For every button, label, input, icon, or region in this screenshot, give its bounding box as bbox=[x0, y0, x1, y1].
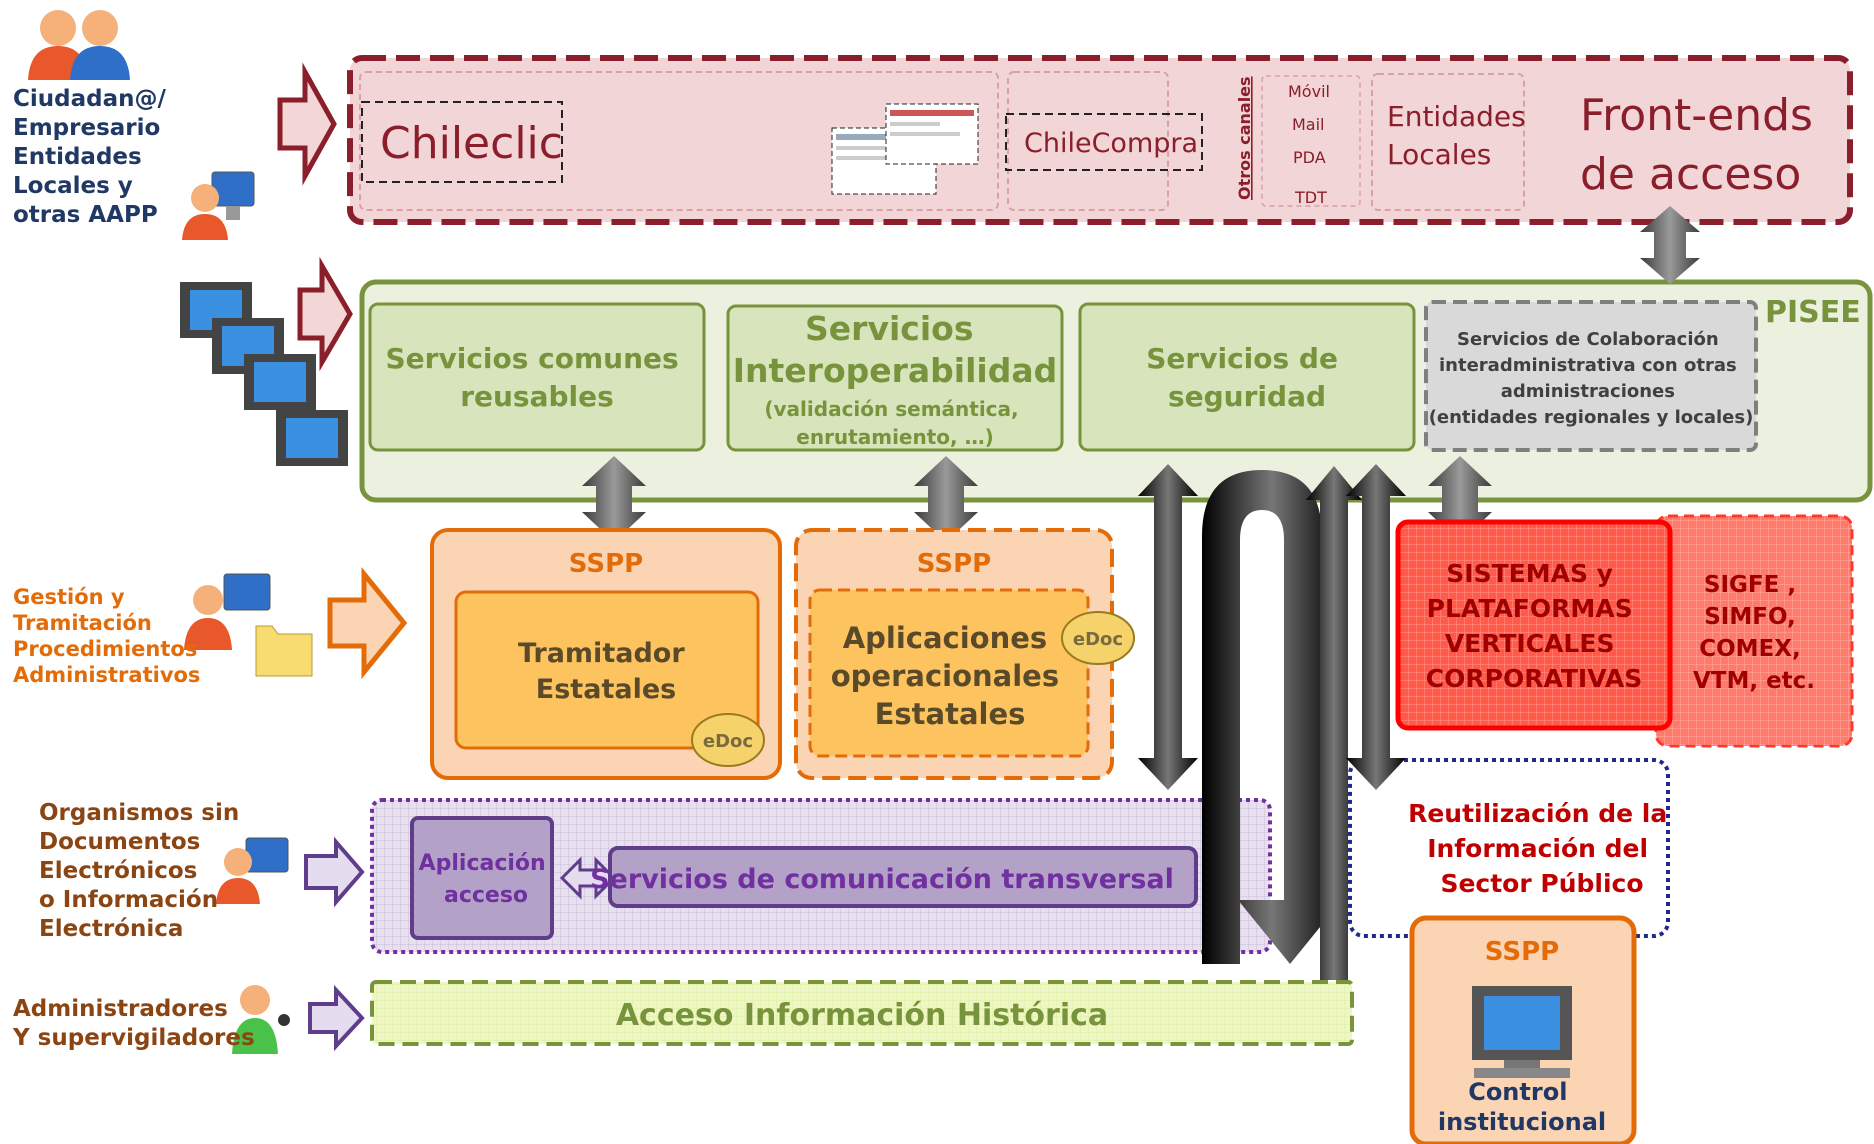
control-label: Control institucional bbox=[1438, 1078, 1606, 1136]
transversal-layer: Aplicación acceso Servicios de comunicac… bbox=[370, 798, 1272, 954]
otros-canales-label: Otros canales bbox=[1235, 76, 1254, 200]
aplicacion-acceso-label: Aplicación acceso bbox=[419, 851, 554, 908]
reutilizacion-label: Reutilización de la Información del Sect… bbox=[1408, 799, 1676, 898]
no-docs-label: Organismos sin Documentos Electrónicos o… bbox=[39, 800, 247, 942]
double-arrow-icon bbox=[1640, 206, 1700, 284]
chilecompra-label[interactable]: ChileCompra bbox=[1024, 128, 1198, 159]
arrow-right-icon bbox=[308, 984, 365, 1052]
servicios-seguridad-label: Servicios de seguridad bbox=[1146, 342, 1347, 413]
arrow-right-icon bbox=[304, 836, 365, 908]
black-arrows bbox=[1138, 464, 1406, 980]
tramitador-label: Tramitador Estatales bbox=[518, 638, 694, 705]
user-computer-icon bbox=[182, 171, 255, 240]
acceso-historico-box[interactable]: Acceso Información Histórica bbox=[370, 980, 1354, 1046]
double-arrow-icon bbox=[1346, 464, 1406, 790]
frontends-title: Front-ends de acceso bbox=[1580, 90, 1827, 200]
procedures-actor: Gestión y Tramitación Procedimientos Adm… bbox=[13, 573, 313, 687]
reutilizacion-box[interactable]: Reutilización de la Información del Sect… bbox=[1348, 758, 1676, 938]
servicios-transversal-box[interactable]: Servicios de comunicación transversal bbox=[590, 846, 1198, 908]
servicios-interoperabilidad-box[interactable]: Servicios Interoperabilidad (validación … bbox=[726, 304, 1064, 452]
arrow-right-icon bbox=[277, 62, 337, 186]
sspp-title: SSPP bbox=[569, 549, 643, 579]
channel-list: Móvil Mail PDA TDT bbox=[1288, 82, 1330, 207]
servicios-seguridad-box[interactable]: Servicios de seguridad bbox=[1078, 302, 1416, 452]
edoc-badge[interactable]: eDoc bbox=[691, 713, 765, 767]
admins-actor: Administradores Y supervigiladores bbox=[12, 985, 290, 1054]
control-institucional-box[interactable]: SSPP Control institucional bbox=[1409, 915, 1637, 1144]
sspp-title: SSPP bbox=[1485, 937, 1559, 967]
svg-text:eDoc: eDoc bbox=[1073, 629, 1123, 650]
arrow-right-icon bbox=[297, 256, 353, 372]
channel-pda[interactable]: PDA bbox=[1293, 148, 1326, 167]
servicios-comunes-box[interactable]: Servicios comunes reusables bbox=[368, 302, 706, 452]
u-turn-arrow-icon bbox=[1202, 470, 1342, 964]
aplicacion-acceso-box[interactable]: Aplicación acceso bbox=[410, 816, 554, 940]
interoperabilidad-title: Servicios Interoperabilidad bbox=[733, 309, 1058, 390]
double-arrow-icon bbox=[914, 456, 978, 542]
sspp-title: SSPP bbox=[917, 549, 991, 579]
admins-label: Administradores Y supervigiladores bbox=[12, 996, 255, 1051]
pisee-label: PISEE bbox=[1765, 295, 1861, 330]
channel-mail[interactable]: Mail bbox=[1292, 115, 1325, 134]
computers-stack-icon bbox=[180, 282, 348, 466]
website-screenshots bbox=[831, 103, 979, 195]
aplicaciones-label: Aplicaciones operacionales Estatales bbox=[831, 621, 1069, 731]
channel-movil[interactable]: Móvil bbox=[1288, 82, 1330, 101]
frontends-layer: Chileclic ChileCompra Otros canales Móvi… bbox=[347, 55, 1853, 225]
sistemas-corporativos-box[interactable]: SISTEMAS y PLATAFORMAS VERTICALES CORPOR… bbox=[1395, 519, 1673, 731]
servicios-colaboracion-box[interactable]: Servicios de Colaboración interadministr… bbox=[1424, 300, 1758, 452]
sistemas-label: SISTEMAS y PLATAFORMAS VERTICALES CORPOR… bbox=[1426, 559, 1642, 693]
interoperabilidad-subtitle: (validación semántica, enrutamiento, …) bbox=[764, 397, 1025, 449]
citizens-label: Ciudadan@/ Empresario Entidades Locales … bbox=[13, 86, 174, 228]
sspp-aplicaciones-box[interactable]: SSPP Aplicaciones operacionales Estatale… bbox=[794, 528, 1135, 780]
servicios-comunes-label: Servicios comunes reusables bbox=[386, 342, 689, 413]
user-folder-icon bbox=[184, 573, 313, 677]
double-arrow-icon bbox=[1138, 464, 1198, 790]
svg-text:eDoc: eDoc bbox=[703, 731, 753, 752]
entidades-locales-label[interactable]: Entidades Locales bbox=[1387, 100, 1535, 171]
sigfe-box[interactable]: SIGFE , SIMFO, COMEX, VTM, etc. bbox=[1654, 514, 1854, 748]
arrow-right-icon bbox=[327, 566, 408, 680]
svg-text:Servicios de comunicación tran: Servicios de comunicación transversal bbox=[590, 864, 1174, 895]
sigfe-label: SIGFE , SIMFO, COMEX, VTM, etc. bbox=[1693, 572, 1815, 694]
pisee-layer: PISEE Servicios comunes reusables Servic… bbox=[359, 279, 1873, 503]
people-icon bbox=[28, 10, 130, 80]
citizens-actor: Ciudadan@/ Empresario Entidades Locales … bbox=[13, 10, 255, 240]
admin-user-icon bbox=[232, 985, 290, 1054]
chileclic-label[interactable]: Chileclic bbox=[380, 118, 563, 169]
sspp-tramitador-box[interactable]: SSPP Tramitador Estatales eDoc bbox=[430, 528, 782, 780]
servicios-colaboracion-label: Servicios de Colaboración interadministr… bbox=[1429, 329, 1754, 428]
computer-icon bbox=[1472, 986, 1572, 1078]
double-arrow-icon bbox=[582, 456, 646, 542]
channel-tdt[interactable]: TDT bbox=[1294, 188, 1327, 207]
up-arrow-icon bbox=[1306, 466, 1362, 980]
no-docs-actor: Organismos sin Documentos Electrónicos o… bbox=[39, 800, 289, 942]
procedures-label: Gestión y Tramitación Procedimientos Adm… bbox=[13, 585, 205, 687]
edoc-badge[interactable]: eDoc bbox=[1061, 611, 1135, 665]
user-computer-icon bbox=[216, 837, 289, 904]
svg-text:Acceso Información Histórica: Acceso Información Histórica bbox=[616, 998, 1108, 1033]
